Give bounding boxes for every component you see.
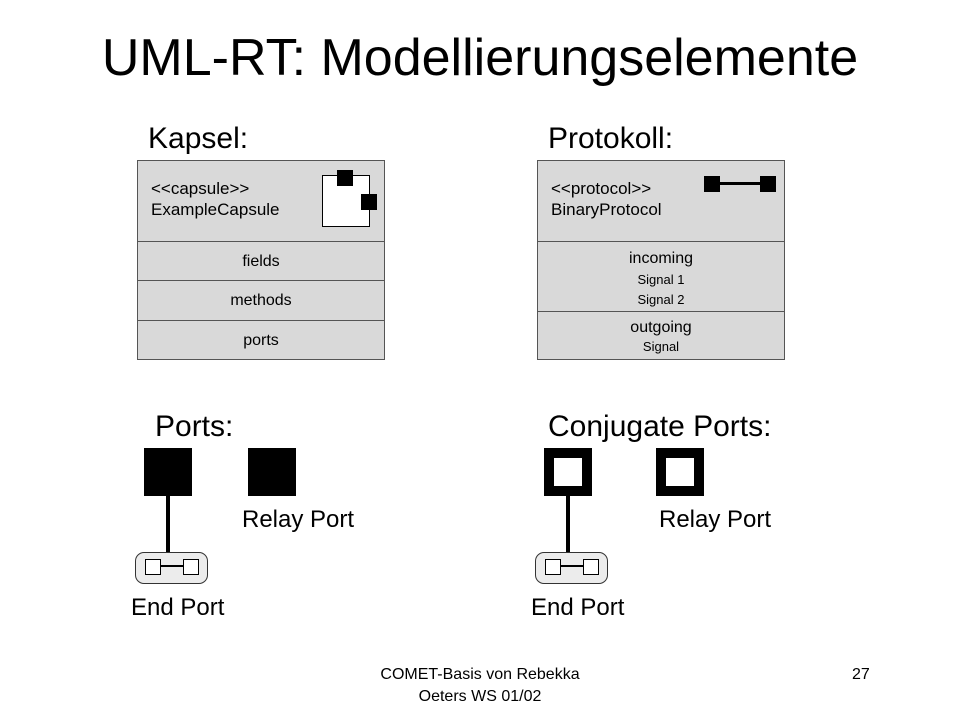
conjugate-end-port-label: End Port xyxy=(531,594,625,621)
incoming-label: incoming xyxy=(628,250,694,267)
capsule-icon-port-right xyxy=(361,194,377,210)
end-port-icon-right-square xyxy=(183,559,199,575)
protocol-icon xyxy=(704,176,776,192)
capsule-icon-port-top xyxy=(337,170,353,186)
protocol-compartment-incoming: incoming Signal 1 Signal 2 xyxy=(538,241,784,312)
capsule-heading: Kapsel: xyxy=(148,122,249,155)
capsule-stereotype: <<capsule>> xyxy=(151,179,250,198)
incoming-signal-2: Signal 2 xyxy=(637,292,685,307)
ports-heading: Ports: xyxy=(155,410,234,443)
protocol-name: BinaryProtocol xyxy=(551,200,662,219)
end-port-icon-left-square xyxy=(145,559,161,575)
slide-title: UML-RT: Modellierungselemente xyxy=(101,29,859,87)
outgoing-signal: Signal xyxy=(642,339,680,354)
footer-text: COMET-Basis von Rebekka Oeters WS 01/02 xyxy=(0,664,960,708)
relay-port-square xyxy=(248,448,296,496)
conjugate-ports-heading: Conjugate Ports: xyxy=(548,410,772,443)
capsule-class-box: <<capsule>> ExampleCapsule fields method… xyxy=(137,160,385,360)
relay-port-label: Relay Port xyxy=(242,506,355,533)
protocol-icon-link xyxy=(720,182,760,185)
capsule-name: ExampleCapsule xyxy=(151,200,280,219)
protocol-icon-left-end xyxy=(704,176,720,192)
end-port-connector-line xyxy=(166,496,170,554)
page-number: 27 xyxy=(852,666,870,683)
protocol-heading: Protokoll: xyxy=(548,122,674,155)
conjugate-end-port-connector-line xyxy=(566,496,570,554)
end-port-capsule-icon xyxy=(135,552,208,584)
protocol-compartment-outgoing: outgoing Signal xyxy=(538,311,784,360)
conjugate-end-port-icon-link xyxy=(561,565,583,567)
conjugate-relay-port-square xyxy=(656,448,704,496)
protocol-stereotype: <<protocol>> xyxy=(551,179,652,198)
incoming-signal-1: Signal 1 xyxy=(637,272,685,287)
capsule-header-text: <<capsule>> ExampleCapsule xyxy=(151,178,280,220)
footer-line-2: Oeters WS 01/02 xyxy=(418,688,542,705)
protocol-header-text: <<protocol>> BinaryProtocol xyxy=(551,178,662,220)
capsule-compartment-fields: fields xyxy=(138,241,384,281)
capsule-compartment-ports: ports xyxy=(138,320,384,360)
end-port-icon-link xyxy=(161,565,183,567)
protocol-class-box: <<protocol>> BinaryProtocol incoming Sig… xyxy=(537,160,785,360)
capsule-compartment-methods: methods xyxy=(138,280,384,321)
footer-line-1: COMET-Basis von Rebekka xyxy=(380,666,580,683)
end-port-square xyxy=(144,448,192,496)
conjugate-end-port-capsule-icon xyxy=(535,552,608,584)
protocol-icon-right-end xyxy=(760,176,776,192)
capsule-icon xyxy=(322,170,377,227)
conjugate-end-port-icon-right-square xyxy=(583,559,599,575)
end-port-label: End Port xyxy=(131,594,225,621)
conjugate-end-port-square xyxy=(544,448,592,496)
outgoing-label: outgoing xyxy=(630,319,692,336)
conjugate-end-port-icon-left-square xyxy=(545,559,561,575)
conjugate-relay-port-label: Relay Port xyxy=(659,506,772,533)
